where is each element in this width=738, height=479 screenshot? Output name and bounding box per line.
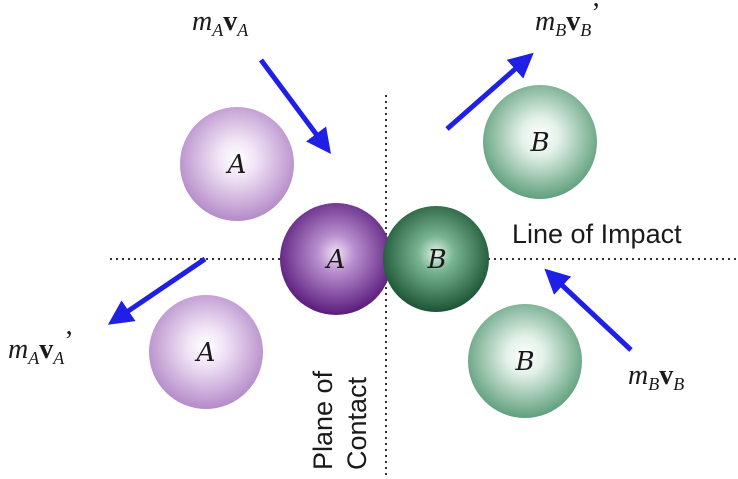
arrow-a-outgoing <box>107 256 207 325</box>
ball-b-contact-label: B <box>426 245 446 275</box>
ball-a-before <box>180 107 294 221</box>
plane-of-contact-line1: Plane of <box>308 370 338 470</box>
plane-of-contact-line2: Contact <box>342 376 372 470</box>
ball-a-after <box>149 295 263 409</box>
arrow-b-incoming <box>544 268 633 352</box>
ball-b-after-label: B <box>529 128 549 158</box>
arrow-b-outgoing <box>445 52 534 131</box>
momentum-b-final: mBvB’ <box>535 0 601 40</box>
ball-a-contact <box>280 203 392 315</box>
ball-b-after <box>483 85 597 199</box>
momentum-a-final: mAvA’ <box>8 326 74 368</box>
ball-a-before-label: A <box>226 150 247 180</box>
ball-b-contact <box>383 206 489 312</box>
ball-b-before-label: B <box>514 347 534 377</box>
momentum-a-initial: mAvA <box>192 6 249 40</box>
ball-a-after-label: A <box>195 338 216 368</box>
plane-of-contact-label: Plane of Contact <box>308 370 372 470</box>
line-of-impact-label: Line of Impact <box>512 219 682 249</box>
arrow-a-incoming <box>258 58 331 155</box>
momentum-b-initial: mBvB <box>628 360 684 394</box>
ball-b-before <box>468 304 582 418</box>
ball-a-contact-label: A <box>325 245 346 275</box>
